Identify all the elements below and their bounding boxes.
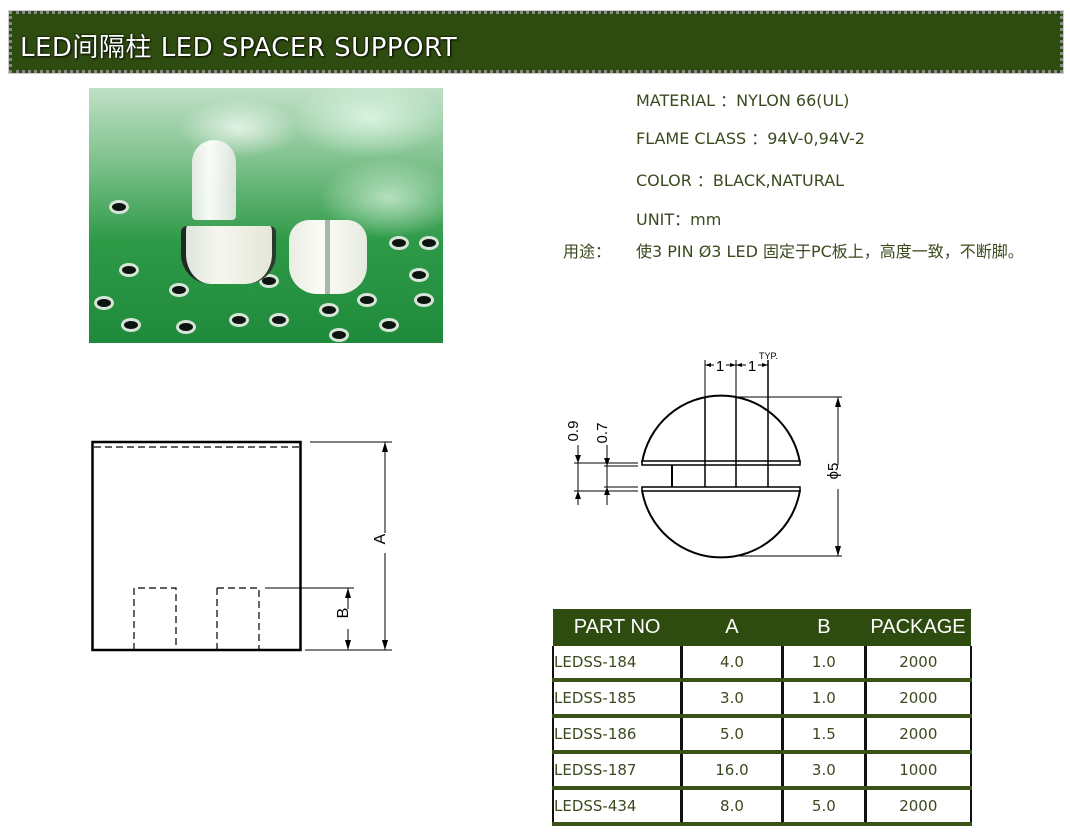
cell-b: 1.5 (781, 716, 866, 754)
pcb-hole (409, 268, 429, 282)
spacer-loose (289, 220, 367, 294)
header-package: PACKAGE (865, 609, 971, 646)
pcb-hole (269, 313, 289, 327)
table-row: LEDSS-186 5.0 1.5 2000 (551, 716, 972, 754)
pcb-hole (379, 318, 399, 332)
typ-label: TYP. (759, 351, 778, 361)
usage-text: 使3 PIN Ø3 LED 固定于PC板上，高度一致，不断脚。 (636, 242, 1024, 261)
table-row: LEDSS-434 8.0 5.0 2000 (551, 788, 972, 826)
dim-0-7-label: 0.7 (594, 423, 611, 444)
page-title: LED间隔柱 LED SPACER SUPPORT (20, 33, 458, 63)
cell-package: 1000 (863, 752, 972, 790)
table-row: LEDSS-184 4.0 1.0 2000 (551, 646, 972, 682)
cell-part-no: LEDSS-434 (551, 788, 682, 826)
header-b: B (782, 609, 866, 646)
led-component (192, 140, 236, 220)
side-view-drawing: A B (80, 430, 410, 660)
cell-package: 2000 (863, 716, 972, 754)
cell-a: 8.0 (679, 788, 783, 826)
pcb-hole (357, 293, 377, 307)
spec-unit: UNIT：mm (636, 210, 722, 229)
cell-package: 2000 (863, 646, 972, 682)
pitch-1-label: 1 (716, 358, 724, 375)
table-header-row: PART NO A B PACKAGE (553, 609, 971, 646)
pcb-hole (329, 328, 349, 342)
dim-0-9-label: 0.9 (565, 421, 582, 442)
cell-part-no: LEDSS-187 (551, 752, 682, 790)
pcb-hole (119, 263, 139, 277)
pcb-hole (169, 283, 189, 297)
cell-package: 2000 (863, 680, 972, 718)
header-part-no: PART NO (553, 609, 682, 646)
parts-table: PART NO A B PACKAGE LEDSS-184 4.0 1.0 20… (551, 609, 972, 826)
pcb-hole (229, 313, 249, 327)
cell-b: 1.0 (781, 646, 866, 682)
usage-label: 用途： (563, 242, 612, 261)
dimension-b-label: B (335, 608, 352, 619)
cell-part-no: LEDSS-184 (551, 646, 682, 682)
pitch-2-label: 1 (748, 358, 756, 375)
cell-a: 4.0 (679, 646, 783, 682)
pcb-hole (414, 293, 434, 307)
cell-a: 5.0 (679, 716, 783, 754)
spec-color: COLOR ：BLACK,NATURAL (636, 171, 845, 190)
dimension-a-label: A (372, 533, 389, 544)
cell-b: 5.0 (781, 788, 866, 826)
spacer-mounted (181, 226, 276, 284)
cell-b: 3.0 (781, 752, 866, 790)
pcb-hole (121, 318, 141, 332)
pcb-hole (419, 236, 439, 250)
pcb-hole (176, 320, 196, 334)
pcb-hole (109, 200, 129, 214)
spec-flame-class: FLAME CLASS ：94V-0,94V-2 (636, 129, 865, 148)
pcb-hole (389, 236, 409, 250)
cell-a: 16.0 (679, 752, 783, 790)
pcb-hole (319, 303, 339, 317)
top-view-drawing: 1 1 TYP. ϕ5 0.9 0.7 (560, 345, 860, 565)
header-a: A (681, 609, 783, 646)
cell-package: 2000 (863, 788, 972, 826)
cell-part-no: LEDSS-186 (551, 716, 682, 754)
table-row: LEDSS-185 3.0 1.0 2000 (551, 680, 972, 718)
spec-material: MATERIAL ：NYLON 66(UL) (636, 91, 850, 110)
pcb-hole (94, 296, 114, 310)
cell-a: 3.0 (679, 680, 783, 718)
cell-part-no: LEDSS-185 (551, 680, 682, 718)
page-header: LED间隔柱 LED SPACER SUPPORT (8, 10, 1064, 74)
cell-b: 1.0 (781, 680, 866, 718)
table-row: LEDSS-187 16.0 3.0 1000 (551, 752, 972, 790)
diameter-label: ϕ5 (825, 463, 842, 480)
product-photo (89, 88, 443, 343)
